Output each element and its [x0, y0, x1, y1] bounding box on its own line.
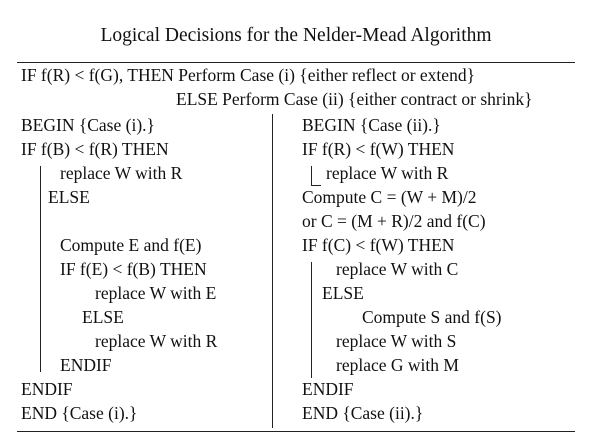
case-ii-end: END {Case (ii).} — [302, 403, 424, 423]
case-i-replace-w-r-1: replace W with R — [60, 163, 183, 183]
case-i-block-bar — [40, 166, 41, 372]
case-i-endif-outer: ENDIF — [21, 379, 73, 399]
case-ii-replace-g-m: replace G with M — [336, 355, 459, 375]
case-i-begin: BEGIN {Case (i).} — [21, 115, 155, 135]
case-ii-if-fc-fw: IF f(C) < f(W) THEN — [302, 235, 455, 255]
table-title: Logical Decisions for the Nelder-Mead Al… — [100, 25, 492, 46]
case-ii-then-tick — [311, 185, 321, 186]
case-ii-else: ELSE — [322, 283, 364, 303]
case-ii-replace-w-r: replace W with R — [326, 163, 449, 183]
case-ii-replace-w-s: replace W with S — [336, 331, 457, 351]
case-ii-begin: BEGIN {Case (ii).} — [302, 115, 441, 135]
case-ii-compute-c-2: or C = (M + R)/2 and f(C) — [302, 211, 486, 231]
case-i-if-fb-fr: IF f(B) < f(R) THEN — [21, 139, 169, 159]
case-ii-then-bar — [311, 166, 312, 185]
case-i-else-1: ELSE — [48, 187, 90, 207]
case-i-compute-e: Compute E and f(E) — [60, 235, 202, 255]
case-i-if-fe-fb: IF f(E) < f(B) THEN — [60, 259, 207, 279]
top-rule — [17, 62, 575, 63]
case-i-else-2: ELSE — [82, 307, 124, 327]
case-i-replace-w-r-2: replace W with R — [95, 331, 218, 351]
case-ii-compute-s: Compute S and f(S) — [362, 307, 502, 327]
case-ii-block-bar — [311, 262, 312, 378]
bottom-rule — [17, 431, 575, 432]
case-i-end: END {Case (i).} — [21, 403, 138, 423]
case-ii-if-fr-fw: IF f(R) < f(W) THEN — [302, 139, 455, 159]
case-ii-endif: ENDIF — [302, 379, 354, 399]
header-line-2: ELSE Perform Case (ii) {either contract … — [176, 89, 533, 109]
case-ii-compute-c-1: Compute C = (W + M)/2 — [302, 187, 477, 207]
case-ii-replace-w-c: replace W with C — [336, 259, 459, 279]
case-i-endif-inner: ENDIF — [60, 355, 112, 375]
column-divider — [272, 114, 273, 428]
header-line-1: IF f(R) < f(G), THEN Perform Case (i) {e… — [21, 65, 475, 85]
case-i-replace-w-e: replace W with E — [95, 283, 217, 303]
